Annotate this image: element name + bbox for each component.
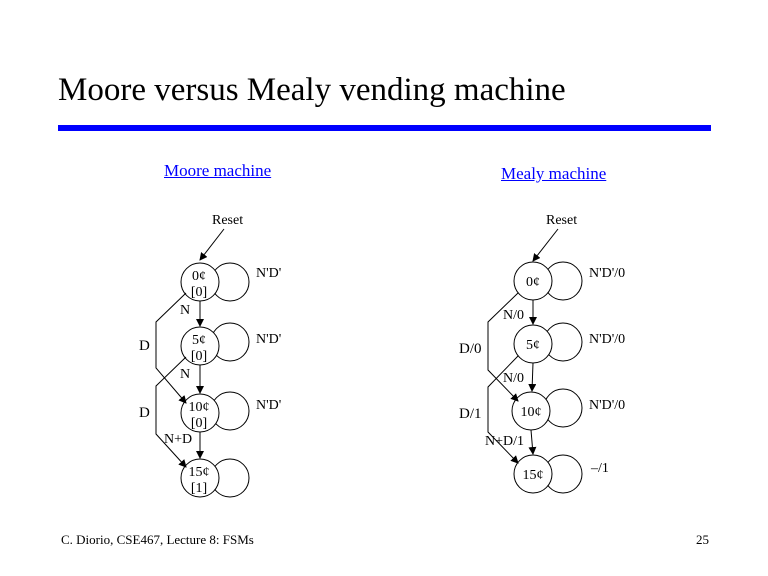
moore-label-d-0-10: D xyxy=(139,338,150,354)
mealy-arrow-d-5-15 xyxy=(487,355,519,464)
page-number: 25 xyxy=(696,532,709,547)
mealy-state-5-name: 5¢ xyxy=(526,338,540,353)
title-divider xyxy=(58,125,711,131)
mealy-state-15-name: 15¢ xyxy=(523,468,544,483)
moore-state-10-name: 10¢ xyxy=(189,400,210,415)
mealy-label-n-5-10: N/0 xyxy=(503,371,524,386)
mealy-diagram: Reset 0¢ 5¢ 10¢ 15¢ N'D'/0 N'D'/0 N'D'/0… xyxy=(459,213,625,494)
mealy-label-n-0-5: N/0 xyxy=(503,308,524,323)
moore-reset-label: Reset xyxy=(212,213,243,228)
footer-credit: C. Diorio, CSE467, Lecture 8: FSMs xyxy=(61,532,254,547)
slide-title: Moore versus Mealy vending machine xyxy=(58,72,566,108)
moore-reset-arrow xyxy=(199,228,225,261)
moore-heading: Moore machine xyxy=(164,161,272,180)
mealy-state-10-name: 10¢ xyxy=(521,405,542,420)
mealy-label-nd-10-15: N+D/1 xyxy=(485,434,524,449)
mealy-arrow-5-10 xyxy=(528,362,537,392)
moore-loop-0-label: N'D' xyxy=(256,266,281,281)
mealy-reset-arrow xyxy=(532,228,559,262)
mealy-heading: Mealy machine xyxy=(501,164,607,183)
mealy-state-15 xyxy=(513,454,553,494)
moore-state-5-output: [0] xyxy=(191,349,207,364)
mealy-arrow-10-15 xyxy=(528,429,537,455)
moore-label-nd-10-15: N+D xyxy=(164,432,192,447)
moore-arrow-d-0-10 xyxy=(155,292,187,404)
mealy-state-0-name: 0¢ xyxy=(526,275,540,290)
mealy-reset-label: Reset xyxy=(546,213,577,228)
moore-diagram: Reset 0¢ [0] 5¢ [0] 10¢ [0] 15¢ [1] N'D'… xyxy=(139,213,281,498)
mealy-loop-15-label: –/1 xyxy=(590,461,609,476)
moore-state-0-name: 0¢ xyxy=(192,269,206,284)
moore-state-15 xyxy=(180,458,220,498)
mealy-label-d-0-10: D/0 xyxy=(459,341,482,357)
mealy-label-d-5-15: D/1 xyxy=(459,406,482,422)
mealy-loop-0-label: N'D'/0 xyxy=(589,266,625,281)
moore-state-15-name: 15¢ xyxy=(189,465,210,480)
moore-loop-5-label: N'D' xyxy=(256,332,281,347)
mealy-arrow-d-0-10 xyxy=(487,292,519,402)
moore-loop-10-label: N'D' xyxy=(256,398,281,413)
moore-arrow-d-5-15 xyxy=(155,356,187,468)
moore-state-10-output: [0] xyxy=(191,416,207,431)
moore-state-15-output: [1] xyxy=(191,481,207,496)
moore-label-n-0-5: N xyxy=(180,303,190,318)
moore-state-0-output: [0] xyxy=(191,285,207,300)
mealy-loop-10-label: N'D'/0 xyxy=(589,398,625,413)
moore-label-d-5-15: D xyxy=(139,405,150,421)
moore-state-5-name: 5¢ xyxy=(192,333,206,348)
moore-label-n-5-10: N xyxy=(180,367,190,382)
mealy-loop-5-label: N'D'/0 xyxy=(589,332,625,347)
